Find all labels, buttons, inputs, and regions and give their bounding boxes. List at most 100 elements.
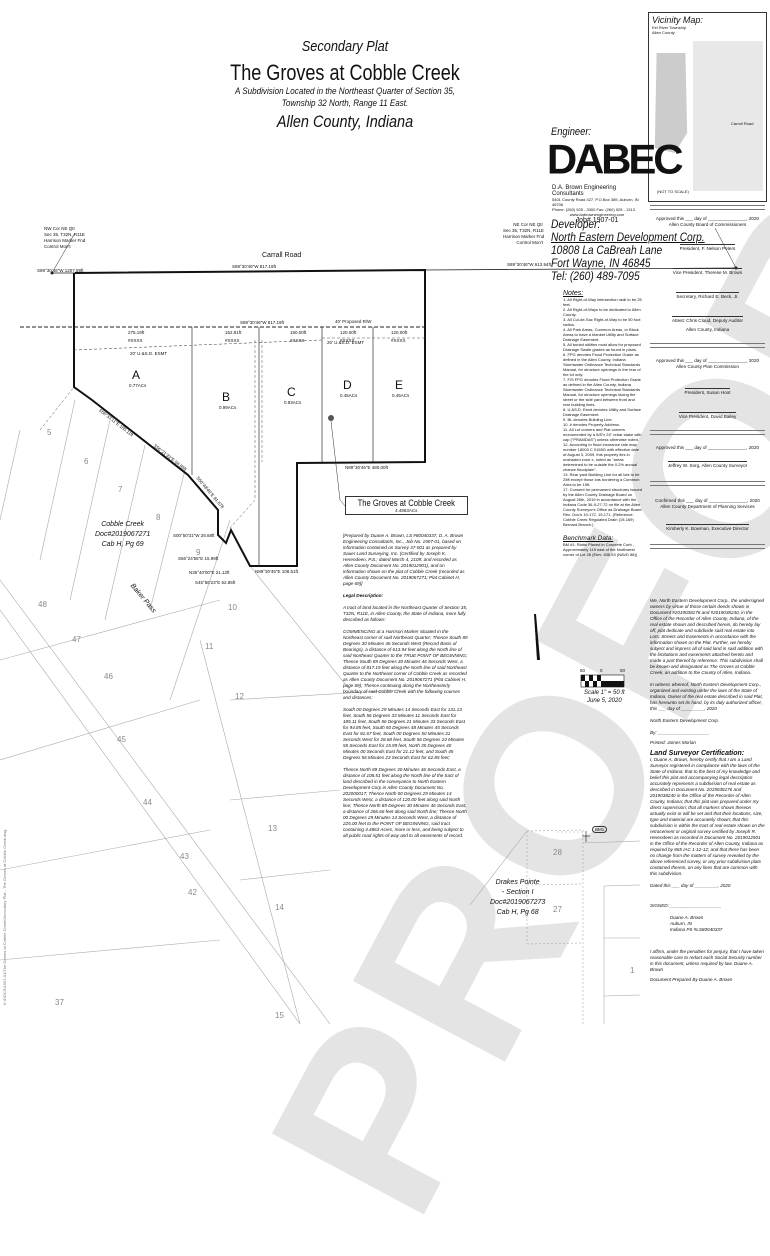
subdivision-label-box: The Groves at Cobble Creek 4.4863ACs bbox=[345, 496, 468, 515]
owner-corp: North Eastern Development Corp. bbox=[650, 718, 720, 723]
adjacent-lot-number: 14 bbox=[275, 903, 284, 912]
indiana-state-icon bbox=[654, 53, 688, 153]
divider bbox=[650, 481, 765, 486]
subdivision-area: 4.4863ACs bbox=[395, 508, 418, 513]
note-item: 3. All Cul-de-Sac Right-of-Way to be 50 … bbox=[563, 317, 641, 327]
benchmark-text: BM #1: Rialto Placed in Concrete Curb - … bbox=[563, 542, 638, 557]
plan-commission-approval-date: Approved this ___ day of _______________… bbox=[655, 358, 760, 363]
ne-corner-label: NE Cor NE Qtr bbox=[513, 222, 543, 227]
signature-line-secretary: Secretary, Richard E. Beck, Jr. bbox=[676, 292, 739, 299]
signature-line-vice-president: Vice President, Therese M. Brown bbox=[672, 268, 743, 275]
scale-tick: 0 bbox=[600, 668, 603, 673]
dedication-text: We, North Eastern Development Corp., the… bbox=[650, 598, 765, 675]
nw-corner-label: NW Cor NE Qtr bbox=[44, 226, 75, 231]
divider bbox=[650, 343, 765, 348]
adjacent-lot-number: 9 bbox=[196, 548, 201, 557]
certification-label: Land Surveyor Certification: bbox=[650, 750, 745, 757]
engineer-label: Engineer: bbox=[551, 126, 592, 138]
adjacent-subdivision-doc: Doc#2019067271 bbox=[95, 531, 151, 538]
engineer-web: www.dabrownengineering.com bbox=[569, 212, 625, 217]
bearing-label: S89°30'46"W 1207.89ft bbox=[37, 268, 84, 273]
adjacent-lot-number: 46 bbox=[104, 672, 113, 681]
adjacent-lot-number: 37 bbox=[55, 998, 64, 1007]
lot-label: E bbox=[395, 378, 404, 392]
lot-frontage: 150.00ft bbox=[290, 330, 307, 335]
commissioners-approval-date: Approved this ___ day of _______________… bbox=[655, 216, 760, 221]
legal-description-label: Legal Description: bbox=[343, 593, 384, 598]
bearing-label: S56°24'55"E 15.99ft bbox=[178, 556, 219, 561]
north-arrow-icon bbox=[534, 614, 540, 660]
lot-frontage: 152.81ft bbox=[225, 330, 242, 335]
planning-confirmation-date: Confirmed this ___ day of ______________… bbox=[655, 498, 760, 503]
adjacent-subdivision-doc: Doc#2019067273 bbox=[490, 899, 546, 906]
bearing-label: S89°30'46"W 817.19ft bbox=[232, 264, 277, 269]
engineer-logo: DABEC bbox=[546, 136, 684, 184]
lot-area: 0.45ACs bbox=[340, 393, 358, 398]
vicinity-map-title: Vicinity Map: bbox=[652, 15, 703, 25]
adjacent-lot-number: 7 bbox=[118, 485, 123, 494]
lot-address: #XXXX bbox=[391, 338, 406, 343]
bearing-label: S50°48'45"E 81.67ft bbox=[195, 475, 226, 510]
owner-signature-line: By: ____________________ bbox=[650, 730, 710, 735]
adjacent-lot-number: 5 bbox=[47, 428, 52, 437]
ne-corner-label: Control Mon't bbox=[516, 240, 543, 245]
planning-body: Allen County Department of Planning Serv… bbox=[660, 504, 755, 509]
witness-text: In witness whereof, North Eastern Develo… bbox=[650, 682, 763, 711]
file-path: K:\DOCS\1907-01\The Groves at Cobble Cre… bbox=[2, 829, 7, 1005]
vicinity-nts: (NOT TO SCALE) bbox=[657, 189, 689, 194]
commissioners-body: Allen County Board of Commissioners bbox=[668, 222, 747, 227]
lot-label: B bbox=[222, 390, 231, 404]
adjacent-lot-number: 44 bbox=[143, 798, 152, 807]
lot-area: 0.45ACs bbox=[392, 393, 410, 398]
prepared-by: Document Prepared By Duane A. Brown bbox=[650, 977, 733, 982]
lot-frontage: 120.00ft bbox=[391, 330, 408, 335]
bearing-label: N89°30'46"E 480.00ft bbox=[345, 465, 389, 470]
lot-label: C bbox=[287, 385, 296, 399]
plat-date: June 5, 2020 bbox=[587, 698, 622, 704]
adjacent-lot-number: 12 bbox=[235, 692, 244, 701]
scale-tick: 50 bbox=[580, 668, 586, 673]
notes-list: 1. All Right-of-Way intersection radii t… bbox=[563, 297, 643, 527]
bearing-label: S89°30'46"W 817.19ft bbox=[240, 320, 285, 325]
vicinity-township: Eel River Township bbox=[652, 25, 686, 30]
county-title: Allen County, Indiana bbox=[276, 112, 414, 131]
signature-line-county-surveyor: Jeffrey W. Sorg, Allen County Surveyor bbox=[667, 461, 748, 468]
lot-area: 0.93ACs bbox=[284, 400, 302, 405]
adjacent-lot-number: 45 bbox=[117, 735, 126, 744]
adjacent-lot-number: 8 bbox=[156, 513, 161, 522]
note-item: 6. FPG denotes Flood Protection Grade as… bbox=[563, 352, 641, 377]
lot-address: #XXXX bbox=[128, 338, 143, 343]
note-item: 2. All Right-of-Ways to be dedicated to … bbox=[563, 307, 641, 317]
adjacent-lot-number: 11 bbox=[205, 642, 214, 651]
legal-paragraph: Thence North 89 Degrees 30 Minutes 46 Se… bbox=[343, 767, 467, 838]
auditor-county: Allen County, Indiana bbox=[685, 327, 730, 332]
subdivision-name: The Groves at Cobble Creek bbox=[357, 498, 455, 508]
bearing-label: N35°40'00"E 21.12ft bbox=[189, 570, 230, 575]
lot-address: #XXXX bbox=[340, 338, 355, 343]
note-item: 17. Consent for permanent structures iss… bbox=[563, 487, 642, 527]
note-item: 7. F/S FPG denotes Flood Protection Grad… bbox=[563, 377, 641, 407]
adjacent-lot-number: 15 bbox=[275, 1011, 284, 1020]
notes-section: Notes: 1. All Right-of-Way intersection … bbox=[563, 290, 643, 557]
vicinity-county: Allen County bbox=[652, 30, 675, 35]
lot-address: #XXXX bbox=[290, 338, 305, 343]
note-item: 10. # denotes Property Address. bbox=[563, 422, 621, 427]
bearing-label: S56°33'11"E 185.11ft bbox=[97, 407, 135, 438]
signature-line-auditor: Attest: Chris Cloud, Deputy Auditor bbox=[672, 316, 743, 323]
adjacent-lot-number: 28 bbox=[553, 848, 562, 857]
certification-text: I, Duane A. Brown, hereby certify that I… bbox=[650, 757, 765, 876]
engineer-address: 5401 County Road 427, P.O.Box 389, Aubur… bbox=[552, 197, 639, 207]
lot-frontage: 120.00ft bbox=[340, 330, 357, 335]
note-item: 1. All Right-of-Way intersection radii t… bbox=[563, 297, 642, 307]
adjacent-subdivision-name: Drakes Pointe bbox=[495, 879, 540, 886]
adjacent-lot-number: 47 bbox=[72, 635, 81, 644]
scale-tick: 50 bbox=[620, 668, 626, 673]
surveyor-name: Duane A. Brown bbox=[670, 915, 704, 920]
surveyor-city: Auburn, IN bbox=[670, 921, 692, 926]
easement-label: 20' U.&S.D. ESMT bbox=[130, 351, 168, 356]
engineer-job: Job# 1907-01 bbox=[575, 217, 619, 224]
plat-drawing bbox=[0, 227, 738, 1024]
adjacent-lot-number: 10 bbox=[228, 603, 237, 612]
surveyor-signature-line: SIGNED: ____________________ bbox=[650, 903, 722, 908]
nw-corner-label: Sec 35, T32N, R11E bbox=[44, 232, 85, 237]
